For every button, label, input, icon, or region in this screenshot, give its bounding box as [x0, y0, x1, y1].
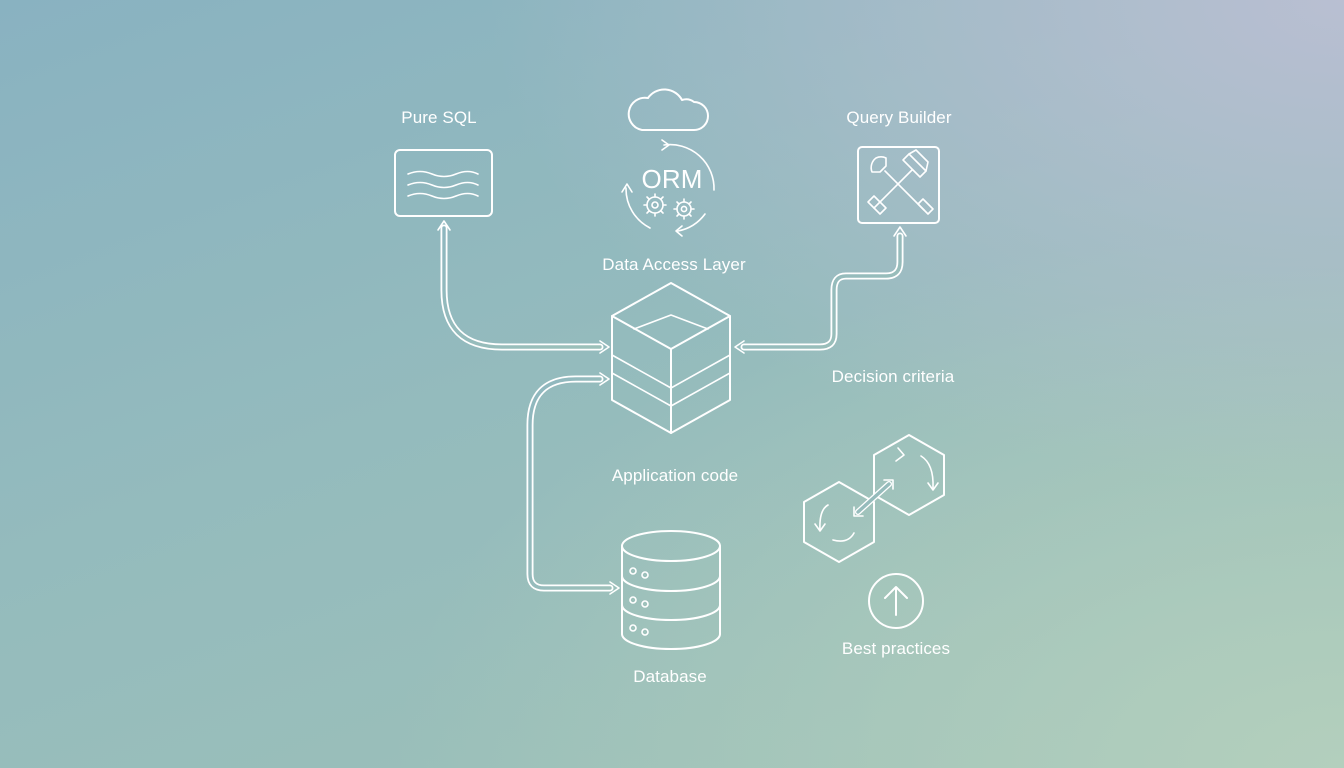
text-document-icon [394, 149, 493, 217]
pure-sql-label: Pure SQL [401, 108, 477, 127]
cloud-icon [627, 88, 709, 131]
query-builder-label: Query Builder [846, 108, 952, 127]
application-code-label: Application code [611, 466, 739, 485]
orm-cycle-icon [621, 139, 715, 237]
database-label: Database [633, 667, 707, 686]
arrow-up-circle-icon [868, 573, 924, 629]
wrench-hammer-icon [857, 146, 940, 224]
connector-database-to-dal [526, 372, 620, 595]
best-practices-label: Best practices [841, 639, 951, 658]
layered-cube-icon [611, 282, 731, 434]
connector-query-builder-to-dal [734, 226, 907, 354]
connector-pure-sql-to-dal [437, 220, 610, 354]
data-access-layer-label: Data Access Layer [602, 255, 746, 274]
decision-criteria-label: Decision criteria [831, 367, 955, 386]
hexagon-swap-icon [803, 434, 945, 563]
orm-label: ORM [641, 164, 703, 194]
database-icon [621, 530, 721, 650]
